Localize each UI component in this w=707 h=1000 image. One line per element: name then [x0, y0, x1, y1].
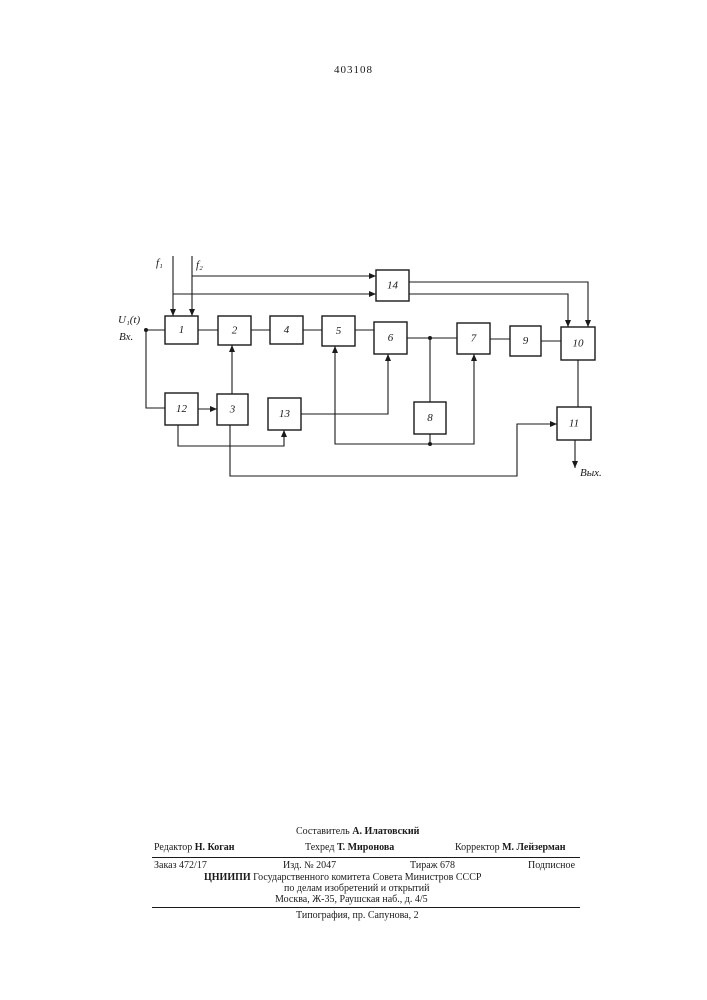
printer-line: Типография, пр. Сапунова, 2	[296, 910, 419, 921]
tech-name: Т. Миронова	[337, 842, 394, 853]
org-name: ЦНИИПИ	[204, 872, 251, 883]
svg-text:14: 14	[387, 280, 399, 292]
corrector-name: М. Лейзерман	[502, 842, 565, 853]
print-run: Тираж 678	[410, 860, 455, 871]
block-5: 5	[322, 316, 355, 346]
editor-name: Н. Коган	[195, 842, 235, 853]
block-14: 14	[376, 270, 409, 301]
input-u-label: U₁(t)	[118, 314, 140, 326]
svg-text:11: 11	[569, 418, 579, 430]
corrector-line: Корректор М. Лейзерман	[455, 842, 565, 853]
org-description: Государственного комитета Совета Министр…	[253, 872, 481, 883]
corrector-role: Корректор	[455, 842, 500, 853]
block-4: 4	[270, 316, 303, 344]
svg-text:9: 9	[523, 335, 529, 347]
diagram-wires	[146, 256, 588, 476]
footer-rule-bottom	[152, 907, 580, 908]
svg-text:7: 7	[471, 333, 477, 345]
svg-text:4: 4	[284, 324, 290, 336]
compiler-line: Составитель А. Илатовский	[296, 826, 419, 837]
tech-role: Техред	[305, 842, 334, 853]
org-line-2: по делам изобретений и открытий	[284, 883, 430, 894]
svg-text:1: 1	[179, 324, 185, 336]
block-13: 13	[268, 398, 301, 430]
editor-line: Редактор Н. Коган	[154, 842, 235, 853]
block-7: 7	[457, 323, 490, 354]
svg-text:5: 5	[336, 325, 342, 337]
input-f1-label: f₁	[156, 257, 163, 269]
block-6: 6	[374, 322, 407, 354]
output-label: Вых.	[580, 467, 602, 479]
block-9: 9	[510, 326, 541, 356]
order-number: Заказ 472/17	[154, 860, 207, 871]
svg-text:6: 6	[388, 332, 394, 344]
block-10: 10	[561, 327, 595, 360]
input-f2-label: f₂	[196, 259, 203, 271]
subscription: Подписное	[528, 860, 575, 871]
block-12: 12	[165, 393, 198, 425]
block-3: 3	[217, 394, 248, 425]
footer-rule-top	[152, 857, 580, 858]
org-line-1: ЦНИИПИ Государственного комитета Совета …	[204, 872, 481, 883]
compiler-name: А. Илатовский	[352, 826, 419, 837]
svg-text:13: 13	[279, 408, 291, 420]
block-11: 11	[557, 407, 591, 440]
svg-text:8: 8	[427, 412, 433, 424]
editor-role: Редактор	[154, 842, 192, 853]
svg-text:10: 10	[573, 338, 585, 350]
svg-text:12: 12	[176, 403, 188, 415]
tech-line: Техред Т. Миронова	[305, 842, 394, 853]
svg-text:3: 3	[229, 404, 236, 416]
block-2: 2	[218, 316, 251, 345]
edition-number: Изд. № 2047	[283, 860, 336, 871]
input-bx-label: Вх.	[119, 331, 133, 343]
block-8: 8	[414, 402, 446, 434]
address-line: Москва, Ж-35, Раушская наб., д. 4/5	[275, 894, 428, 905]
block-1: 1	[165, 316, 198, 344]
compiler-role: Составитель	[296, 826, 350, 837]
diagram-arrowheads	[170, 273, 591, 468]
svg-text:2: 2	[232, 325, 238, 337]
